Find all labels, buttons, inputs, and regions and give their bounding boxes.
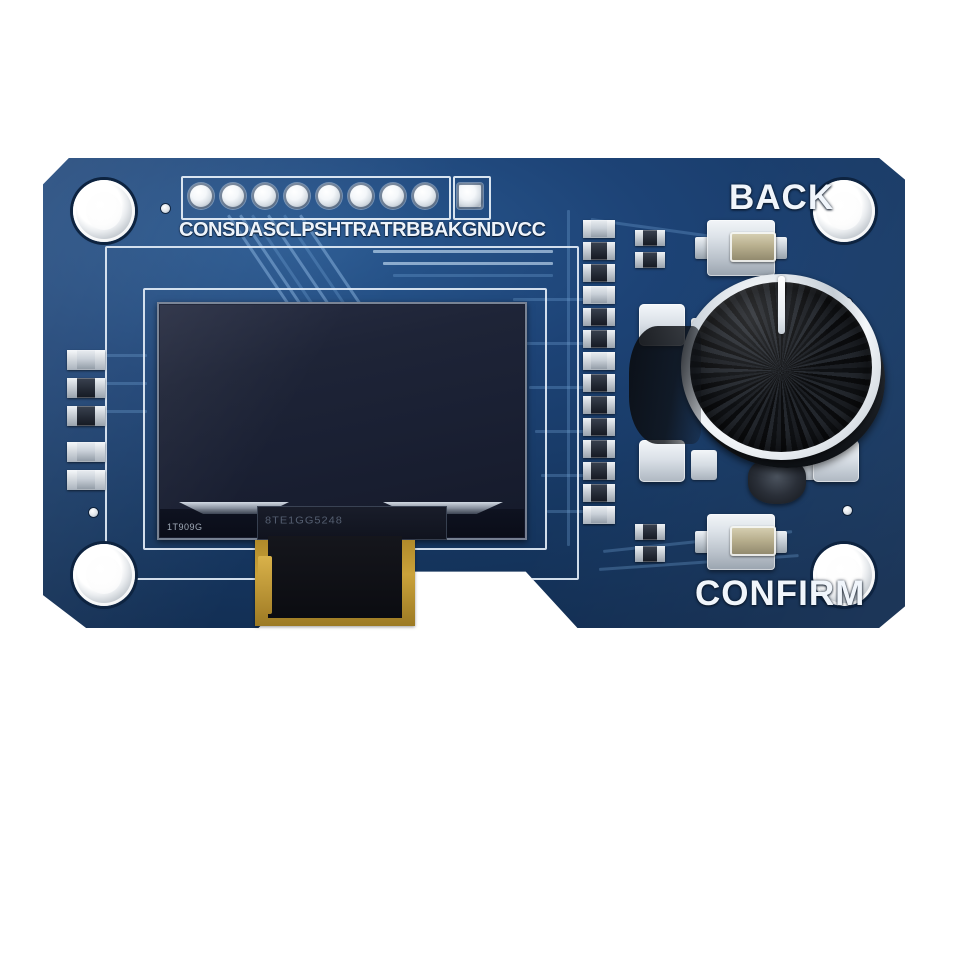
oled-driver-marking: 8TE1GG5248 <box>265 515 343 527</box>
encoder-pointer-indicator <box>777 276 785 334</box>
encoder-mount-tab <box>639 440 685 482</box>
smd-component <box>583 330 615 348</box>
mounting-hole-top-right <box>813 180 875 242</box>
copper-trace <box>547 510 603 513</box>
solder-pad-gnd[interactable] <box>412 183 438 209</box>
copper-trace <box>567 210 570 546</box>
smd-component <box>583 308 615 326</box>
copper-trace <box>541 474 603 477</box>
smd-component <box>635 546 665 562</box>
pin-header[interactable] <box>181 176 491 220</box>
copper-trace <box>83 354 147 357</box>
smd-component <box>583 462 615 480</box>
copper-trace <box>529 386 603 389</box>
smd-component <box>583 506 615 524</box>
copper-trace <box>83 382 147 385</box>
smd-component <box>67 406 105 426</box>
mounting-hole-bottom-left <box>73 544 135 606</box>
smd-component <box>583 418 615 436</box>
pad-group-outline <box>181 176 451 220</box>
copper-trace <box>523 342 603 345</box>
solder-pad-trb[interactable] <box>348 183 374 209</box>
encoder-body-shadow <box>629 326 701 444</box>
solder-pad-vcc[interactable] <box>457 183 483 209</box>
pin-label-tra: TRA <box>340 218 381 241</box>
rotary-encoder-knob[interactable] <box>629 274 893 472</box>
mounting-hole-bottom-right <box>813 544 875 606</box>
oled-panel-marking: 1T909G <box>167 522 203 532</box>
smd-component <box>583 220 615 238</box>
button-cap[interactable] <box>730 232 776 262</box>
mounting-hole-top-left <box>73 180 135 242</box>
solder-pad-scl[interactable] <box>252 183 278 209</box>
copper-trace <box>513 298 603 301</box>
button-body <box>707 514 776 570</box>
pin-label-bak: BAK <box>420 218 462 241</box>
smd-component <box>583 484 615 502</box>
smd-component <box>583 242 615 260</box>
via <box>843 506 852 515</box>
smd-component <box>67 470 105 490</box>
button-body <box>707 220 776 276</box>
smd-component <box>635 230 665 246</box>
solder-pad-bak[interactable] <box>380 183 406 209</box>
pin-label-vcc: VCC <box>504 218 546 241</box>
oled-display: 1T909G 8TE1GG5248 <box>157 302 527 540</box>
encoder-solder-pad <box>691 450 717 480</box>
solder-pad-tra[interactable] <box>316 183 342 209</box>
encoder-rim <box>681 274 881 460</box>
pin-label-gnd: GND <box>461 218 505 241</box>
button-cap[interactable] <box>730 526 776 556</box>
solder-pad-psh[interactable] <box>284 183 310 209</box>
confirm-button[interactable] <box>695 514 787 570</box>
smd-component <box>635 524 665 540</box>
smd-component <box>67 378 105 398</box>
solder-pad-con[interactable] <box>188 183 214 209</box>
encoder-knob-face[interactable] <box>690 282 872 452</box>
oled-flex-cable-contact <box>258 556 272 614</box>
pin-label-trb: TRB <box>380 218 421 241</box>
via <box>89 508 98 517</box>
oled-flex-cable-shield <box>268 536 402 618</box>
smd-component <box>583 396 615 414</box>
pad-group-outline-vcc <box>453 176 491 220</box>
copper-trace <box>373 250 553 253</box>
smd-component <box>583 440 615 458</box>
oled-driver-strip: 8TE1GG5248 <box>257 506 447 540</box>
pin-label-con: CON <box>179 218 222 241</box>
back-button[interactable] <box>695 220 787 276</box>
back-label: BACK <box>729 178 835 217</box>
smd-component <box>583 352 615 370</box>
smd-component <box>67 442 105 462</box>
smd-component <box>67 350 105 370</box>
pcb-board: 1T909G 8TE1GG5248 <box>43 158 905 628</box>
smd-component <box>583 286 615 304</box>
copper-trace <box>383 262 553 265</box>
oled-glass <box>160 305 524 510</box>
copper-trace <box>393 274 553 277</box>
pin-header-labels: CON SDA SCL PSH TRA TRB BAK GND VCC <box>179 216 546 244</box>
smd-component <box>583 374 615 392</box>
copper-trace <box>535 430 603 433</box>
confirm-label: CONFIRM <box>695 574 866 613</box>
via <box>161 204 170 213</box>
copper-trace <box>83 410 147 413</box>
solder-pad-sda[interactable] <box>220 183 246 209</box>
smd-component <box>635 252 665 268</box>
smd-component <box>583 264 615 282</box>
